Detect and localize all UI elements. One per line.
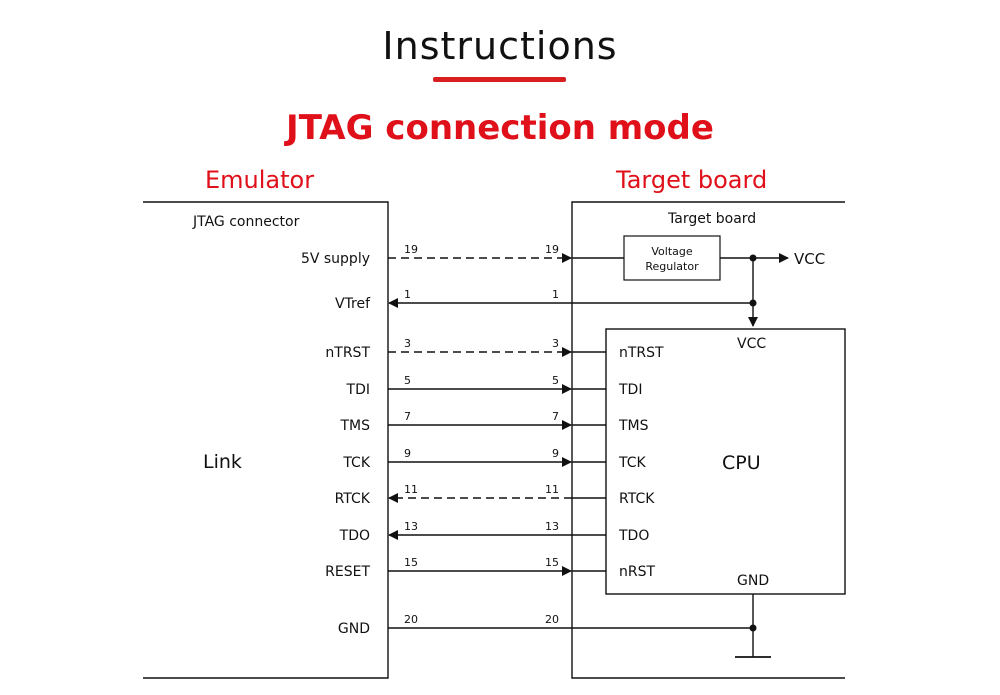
pin-number-emulator-vtref: 1	[404, 288, 411, 301]
pin-number-target-gnd: 20	[545, 613, 559, 626]
pin-number-emulator-rtck: 11	[404, 483, 418, 496]
cpu-pin-tck: TCK	[618, 455, 647, 471]
signal-name-tck: TCK	[342, 455, 371, 471]
pin-number-target-ntrst: 3	[552, 337, 559, 350]
target-section-label: Target board	[616, 166, 768, 194]
pin-number-emulator-ntrst: 3	[404, 337, 411, 350]
pin-number-emulator-tdi: 5	[404, 374, 411, 387]
vcc-junction-dot	[749, 254, 757, 262]
cpu-pin-tdo: TDO	[618, 528, 649, 544]
signal-name-vtref: VTref	[335, 296, 371, 312]
pin-number-target-tms: 7	[552, 410, 559, 423]
cpu-pin-tdi: TDI	[618, 382, 642, 398]
emulator-section-label: Emulator	[205, 166, 315, 194]
target-board-inner-label: Target board	[667, 211, 756, 227]
signal-name-5v-supply: 5V supply	[301, 251, 370, 267]
pin-number-emulator-tdo: 13	[404, 520, 418, 533]
cpu-pin-nrst: nRST	[619, 564, 655, 580]
signal-name-tdo: TDO	[339, 528, 370, 544]
pin-number-target-tdi: 5	[552, 374, 559, 387]
voltage-regulator-label-line2: Regulator	[645, 260, 699, 273]
cpu-label: CPU	[722, 452, 761, 474]
signal-name-ntrst: nTRST	[325, 345, 370, 361]
voltage-regulator-box	[623, 235, 721, 281]
page-title: Instructions	[382, 24, 618, 68]
signal-name-tdi: TDI	[346, 382, 370, 398]
jtag-connector-label: JTAG connector	[192, 214, 300, 230]
signal-name-rtck: RTCK	[335, 491, 371, 507]
voltage-regulator-label-line1: Voltage	[651, 245, 692, 258]
cpu-vcc-label: VCC	[737, 336, 766, 352]
cpu-pin-rtck: RTCK	[619, 491, 655, 507]
diagram-subtitle: JTAG connection mode	[286, 108, 714, 148]
link-label: Link	[203, 451, 242, 473]
pin-number-target-rtck: 11	[545, 483, 559, 496]
pin-number-target-tdo: 13	[545, 520, 559, 533]
pin-number-emulator-tck: 9	[404, 447, 411, 460]
title-underline	[433, 77, 566, 82]
cpu-box	[605, 328, 846, 595]
pin-number-target-tck: 9	[552, 447, 559, 460]
signal-name-tms: TMS	[339, 418, 370, 434]
cpu-pin-ntrst: nTRST	[619, 345, 664, 361]
cpu-gnd-label: GND	[737, 573, 769, 589]
signal-name-gnd: GND	[338, 621, 370, 637]
pin-number-target-reset: 15	[545, 556, 559, 569]
target-board-box	[571, 201, 845, 679]
pin-number-emulator-tms: 7	[404, 410, 411, 423]
vcc-output-label: VCC	[794, 250, 825, 268]
pin-number-target-vtref: 1	[552, 288, 559, 301]
pin-number-emulator-5v-supply: 19	[404, 243, 418, 256]
cpu-pin-tms: TMS	[618, 418, 649, 434]
pin-number-emulator-gnd: 20	[404, 613, 418, 626]
emulator-box	[143, 201, 389, 679]
signal-name-reset: RESET	[325, 564, 370, 580]
pin-number-target-5v-supply: 19	[545, 243, 559, 256]
pin-number-emulator-reset: 15	[404, 556, 418, 569]
